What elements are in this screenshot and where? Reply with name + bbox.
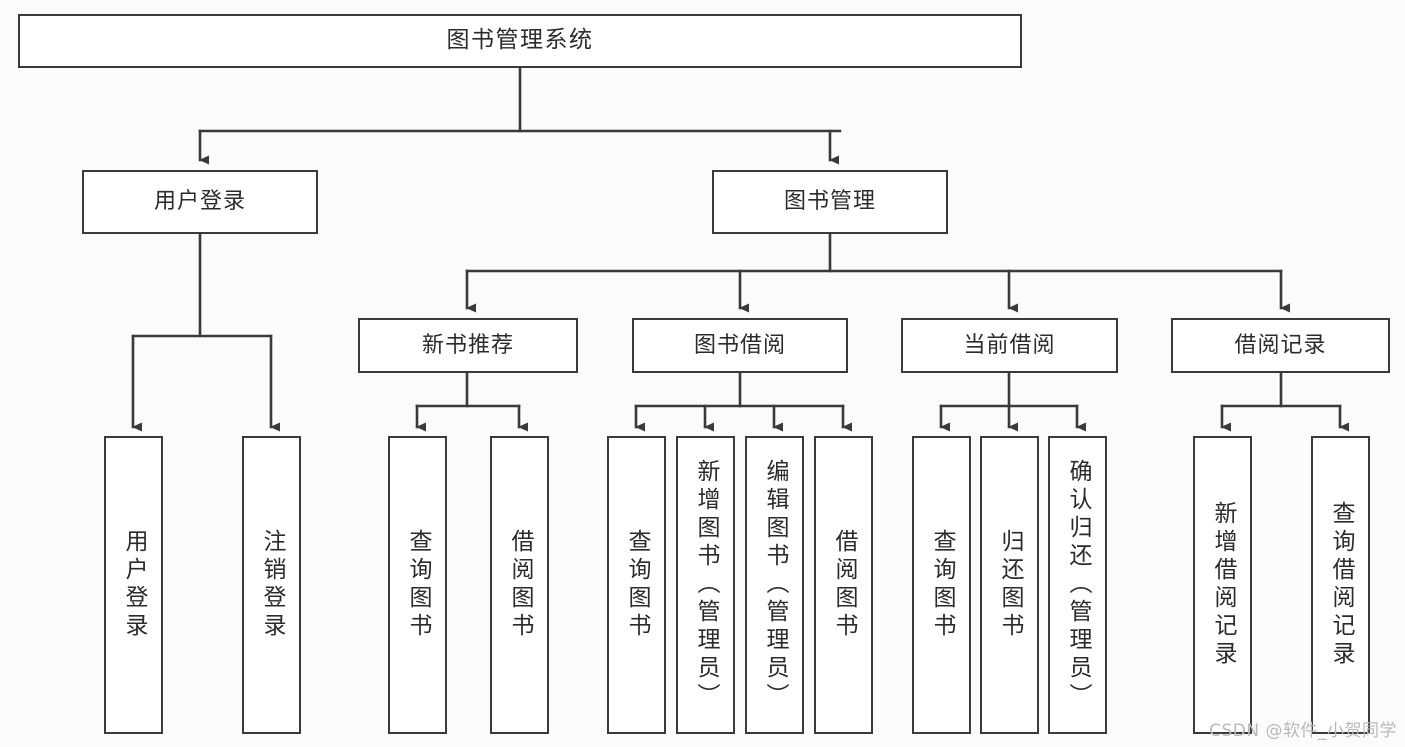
- node-label: 新增图书（管理员）: [693, 459, 719, 711]
- leaf-borrow-borrow-book[interactable]: 借阅图书: [814, 436, 873, 734]
- node-label: 新书推荐: [421, 332, 514, 358]
- leaf-borrow-query-book[interactable]: 查询图书: [607, 436, 666, 734]
- node-root-system[interactable]: 图书管理系统: [18, 14, 1022, 68]
- leaf-borrow-add-book[interactable]: 新增图书（管理员）: [676, 436, 735, 734]
- node-user-login[interactable]: 用户登录: [82, 170, 318, 234]
- node-label: 图书管理系统: [446, 27, 594, 54]
- node-book-borrow[interactable]: 图书借阅: [632, 318, 848, 373]
- node-label: 新增借阅记录: [1210, 501, 1236, 669]
- node-label: 借阅记录: [1234, 332, 1327, 358]
- leaf-record-query-record[interactable]: 查询借阅记录: [1311, 436, 1370, 734]
- watermark-text: CSDN @软件_小贺同学: [1209, 721, 1397, 741]
- node-label: 图书借阅: [693, 332, 786, 358]
- node-label: 归还图书: [997, 529, 1023, 641]
- node-label: 查询借阅记录: [1328, 501, 1354, 669]
- leaf-current-confirm-return[interactable]: 确认归还（管理员）: [1048, 436, 1107, 734]
- leaf-borrow-edit-book[interactable]: 编辑图书（管理员）: [745, 436, 804, 734]
- node-label: 查询图书: [405, 529, 431, 641]
- node-label: 图书管理: [783, 189, 876, 215]
- node-label: 当前借阅: [963, 332, 1056, 358]
- node-label: 用户登录: [121, 529, 147, 641]
- leaf-user-login-login[interactable]: 用户登录: [104, 436, 163, 734]
- node-new-book-recommend[interactable]: 新书推荐: [358, 318, 578, 373]
- leaf-current-query-book[interactable]: 查询图书: [912, 436, 971, 734]
- node-label: 注销登录: [259, 529, 285, 641]
- leaf-new-book-borrow[interactable]: 借阅图书: [490, 436, 549, 734]
- node-current-borrow[interactable]: 当前借阅: [901, 318, 1118, 373]
- node-label: 借阅图书: [831, 529, 857, 641]
- leaf-new-book-query[interactable]: 查询图书: [388, 436, 447, 734]
- node-label: 借阅图书: [507, 529, 533, 641]
- node-label: 查询图书: [929, 529, 955, 641]
- node-label: 查询图书: [624, 529, 650, 641]
- leaf-record-add-record[interactable]: 新增借阅记录: [1193, 436, 1252, 734]
- leaf-user-login-logout[interactable]: 注销登录: [242, 436, 301, 734]
- node-label: 编辑图书（管理员）: [762, 459, 788, 711]
- node-label: 用户登录: [153, 189, 246, 215]
- node-book-manage[interactable]: 图书管理: [712, 170, 948, 234]
- node-label: 确认归还（管理员）: [1065, 459, 1091, 711]
- leaf-current-return-book[interactable]: 归还图书: [980, 436, 1039, 734]
- node-borrow-record[interactable]: 借阅记录: [1171, 318, 1390, 373]
